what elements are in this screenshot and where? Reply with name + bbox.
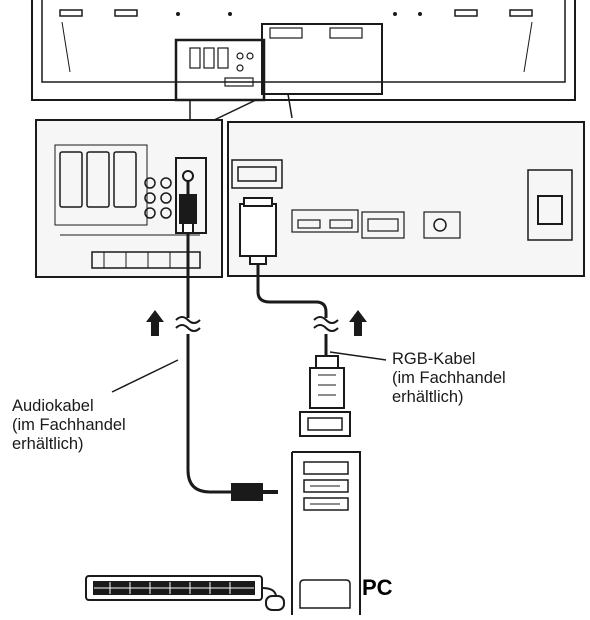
left-terminal-panel <box>35 119 223 278</box>
tv-terminal-panel <box>174 23 383 102</box>
vga-plug-tv <box>239 197 277 265</box>
pc-tower-icon <box>291 451 361 615</box>
rgb-cable-label-line: erhältlich) <box>392 388 464 406</box>
keyboard-icon <box>85 575 263 601</box>
rgb-cable-label-line: (im Fachhandel <box>392 369 506 387</box>
audio-cable-label-line: erhältlich) <box>12 435 84 453</box>
rgb-cable <box>256 264 328 318</box>
audio-cable-label: Audiokabel (im Fachhandel erhältlich) <box>12 397 126 454</box>
rgb-cable-label-line: RGB-Kabel <box>392 350 476 368</box>
tv-rear-housing <box>31 0 576 101</box>
wavy-break-icon <box>175 316 339 332</box>
vga-plug-pc <box>299 355 351 437</box>
right-terminal-panel <box>227 121 585 277</box>
up-arrow-icon <box>146 310 164 336</box>
rgb-cable-label: RGB-Kabel (im Fachhandel erhältlich) <box>392 350 506 407</box>
pc-label: PC <box>362 575 393 600</box>
mouse-icon <box>265 595 285 611</box>
up-arrow-icon <box>349 310 367 336</box>
audio-cable-label-line: (im Fachhandel <box>12 416 126 434</box>
audio-plug-tv <box>179 180 197 234</box>
audio-cable-label-line: Audiokabel <box>12 397 94 415</box>
